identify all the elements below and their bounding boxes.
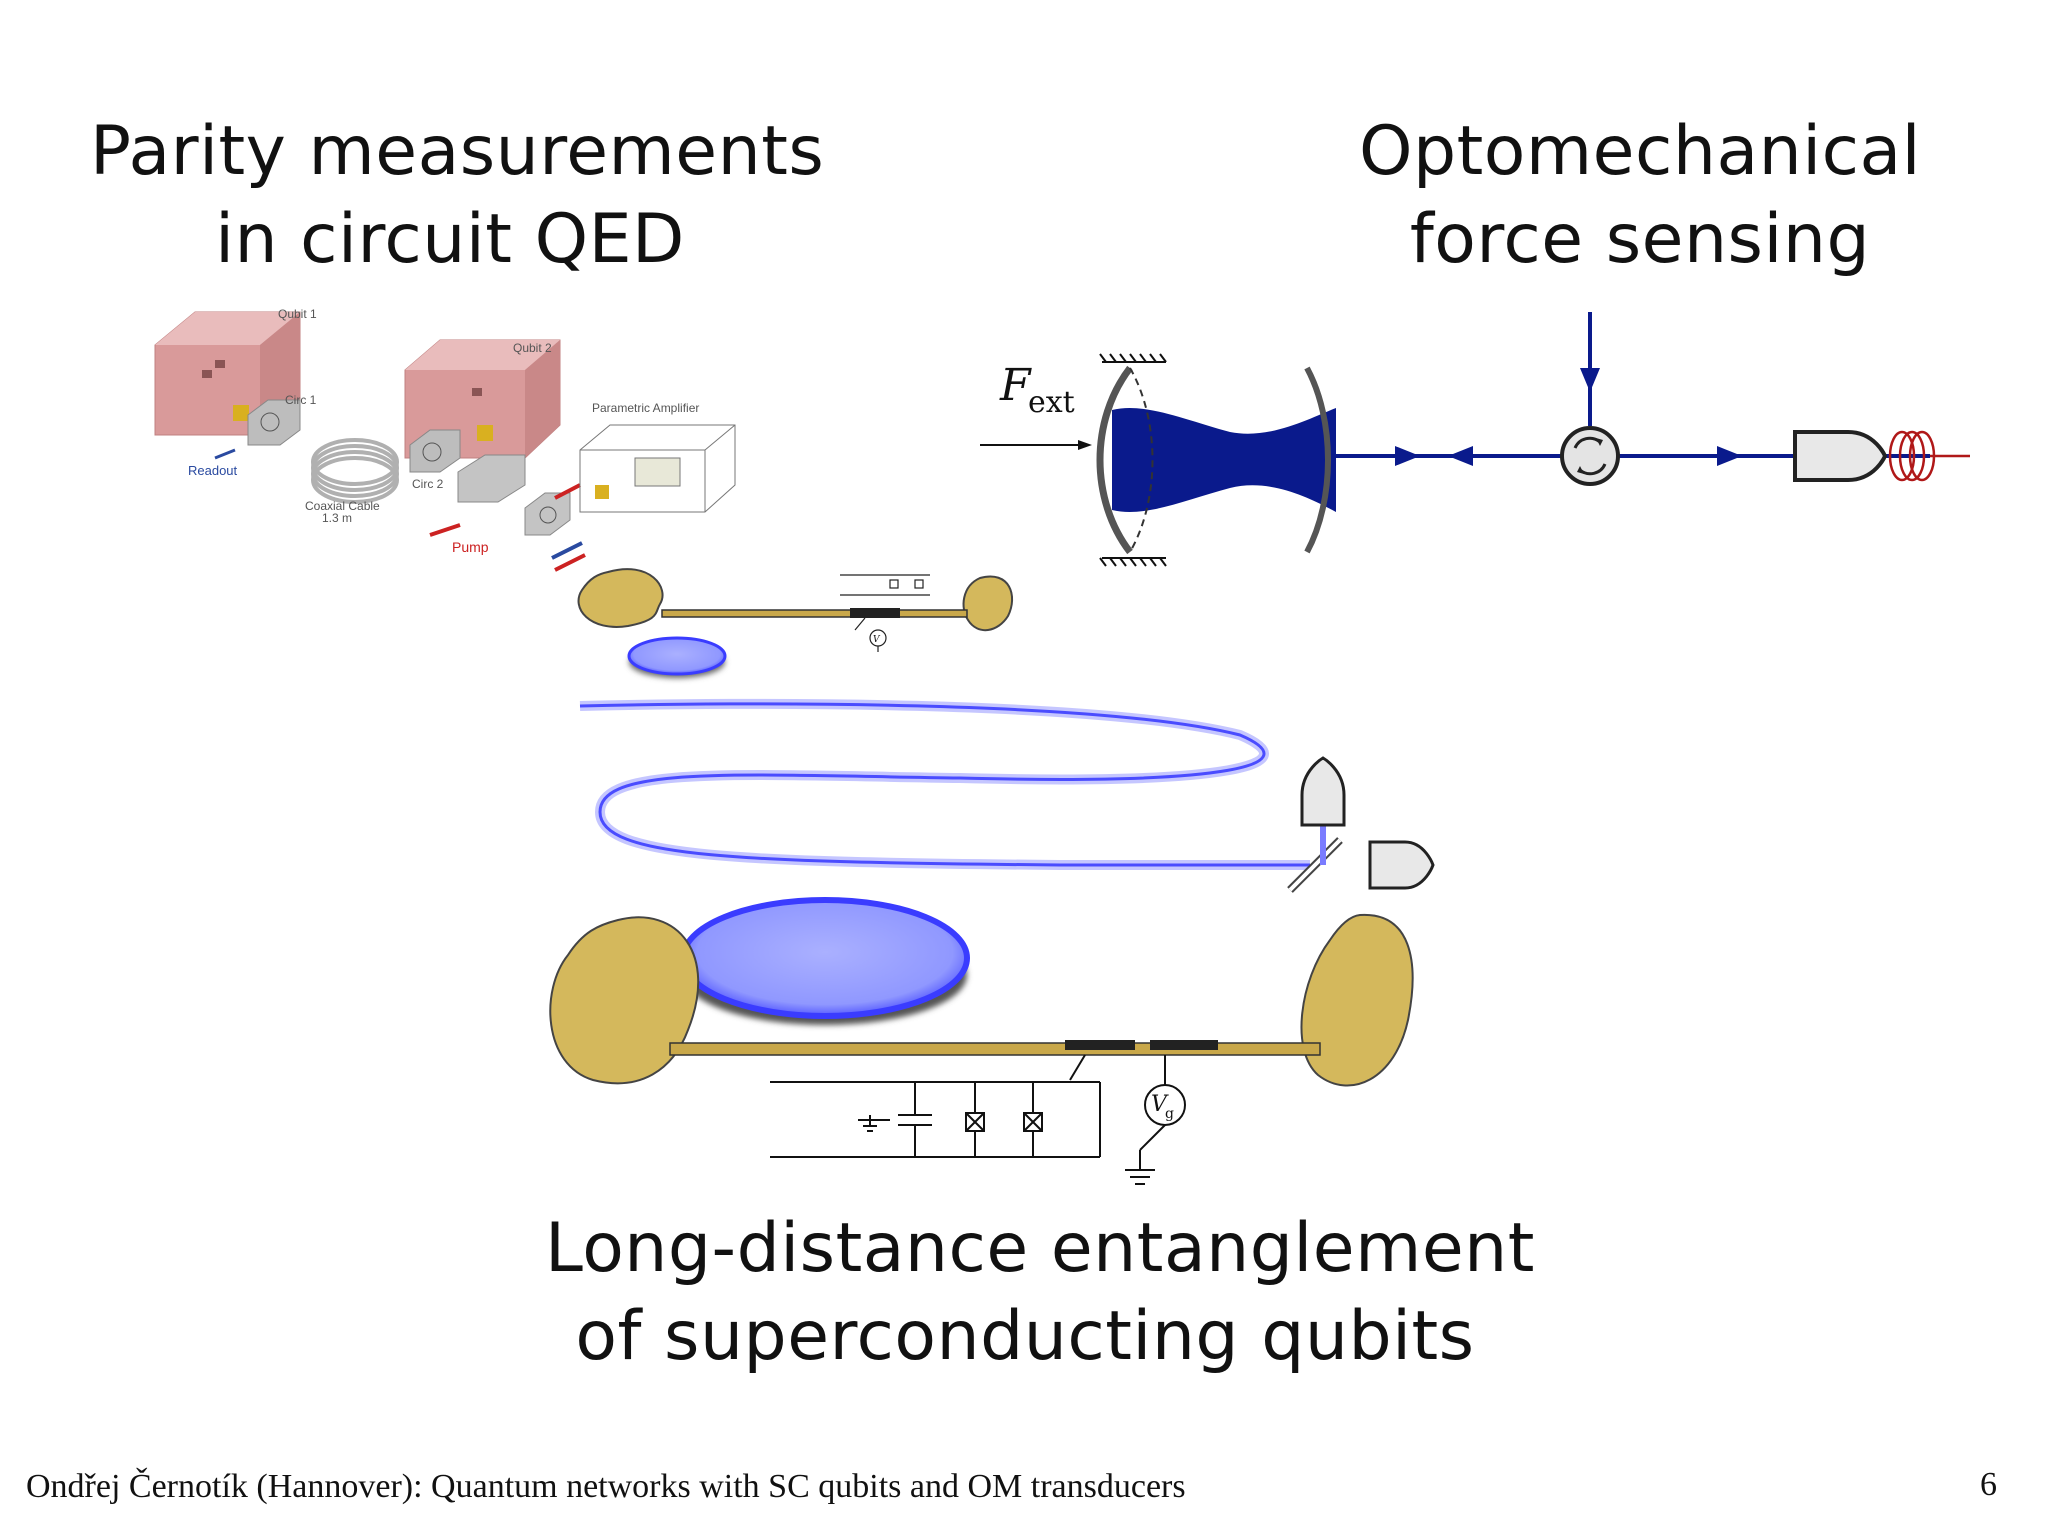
arrow-right-2 — [1717, 446, 1742, 466]
optomechanical-force-sensing-figure: F ext — [980, 312, 1970, 567]
photodetector-icon — [1793, 430, 1888, 482]
small-junction — [850, 608, 900, 618]
cavity-mode — [1112, 408, 1336, 512]
qubit-2-connector — [477, 425, 493, 441]
mirror-mount-bottom — [1099, 557, 1167, 567]
small-gate-voltage-symbol: V — [873, 635, 881, 645]
circulator-1-label: Circ 1 — [285, 393, 317, 407]
pump-arrow-1 — [429, 523, 461, 537]
external-force-symbol: F — [999, 360, 1032, 411]
large-right-pad — [1300, 913, 1414, 1087]
gate-voltage-subscript: g — [1165, 1106, 1174, 1122]
pump-circulator — [524, 492, 571, 536]
large-transmission-line — [669, 1042, 1321, 1056]
mirror-mount-top — [1099, 353, 1167, 363]
arrow-left — [1448, 446, 1473, 466]
small-membrane — [627, 636, 727, 676]
title-parity-line1: Parity measurements — [90, 112, 825, 191]
title-long-distance-entanglement: Long-distance entanglement of supercondu… — [545, 1205, 1535, 1381]
large-qubit-circuit — [770, 1054, 1186, 1185]
pump-circulator-icon — [539, 506, 557, 524]
movable-mirror — [1096, 365, 1133, 555]
qubit-2-label: Qubit 2 — [513, 341, 552, 355]
small-circuit — [840, 574, 930, 652]
readout-arrow — [214, 448, 236, 460]
title-optomechanical-force-sensing: Optomechanical force sensing — [1350, 108, 1930, 284]
circulator-1 — [247, 399, 301, 446]
coax-cable-label-line1: Coaxial Cable — [305, 499, 380, 513]
pump-arrow-2 — [554, 553, 586, 572]
title-parity-measurements: Parity measurements in circuit QED — [90, 108, 825, 284]
detector-top-icon — [1300, 756, 1346, 827]
title-long-line1: Long-distance entanglement — [545, 1209, 1535, 1288]
small-transmission-line — [661, 609, 968, 618]
gate-voltage-symbol: V — [1151, 1092, 1169, 1117]
amplifier-label: Parametric Amplifier — [592, 401, 699, 415]
long-distance-entanglement-figure: V — [549, 568, 1435, 1185]
small-transmon-device: V — [577, 568, 1013, 678]
external-force-subscript: ext — [1028, 385, 1075, 420]
small-right-pad — [962, 575, 1013, 631]
fiber-coil-icon — [1888, 430, 1970, 482]
circulator-2 — [409, 429, 461, 473]
external-force-arrowhead — [1078, 440, 1092, 450]
title-long-line2: of superconducting qubits — [575, 1297, 1475, 1376]
optical-fiber — [579, 702, 1310, 867]
pump-label: Pump — [452, 539, 489, 555]
readout-label: Readout — [188, 463, 238, 478]
qubit-1-connector — [233, 405, 249, 421]
amplifier-arrow — [554, 483, 581, 500]
fixed-mirror — [1304, 366, 1331, 554]
footer-text: Ondřej Černotík (Hannover): Quantum netw… — [26, 1468, 1186, 1505]
coax-cable-label-line2: 1.3 m — [322, 511, 352, 525]
large-left-pad — [549, 916, 700, 1085]
circulator-2-label: Circ 2 — [412, 477, 444, 491]
detector-right-icon — [1368, 840, 1435, 890]
circulator-icon — [1560, 426, 1620, 486]
large-membrane — [680, 897, 970, 1019]
small-left-pad — [577, 568, 664, 628]
parametric-amplifier-box — [579, 424, 736, 513]
title-opto-line1: Optomechanical — [1358, 112, 1922, 191]
large-junction-left — [1065, 1040, 1135, 1050]
large-junction-right — [1150, 1040, 1218, 1050]
qubit-2-box — [404, 339, 561, 459]
qubit-1-label: Qubit 1 — [278, 307, 317, 321]
coaxial-cable-coil — [311, 438, 399, 504]
title-opto-line2: force sensing — [1409, 200, 1871, 279]
arrow-down — [1580, 368, 1600, 392]
page-number: 6 — [1980, 1466, 1997, 1503]
circuit-qed-setup-figure: Qubit 1 Qubit 2 Circ 1 Coaxial Cable 1.3… — [154, 307, 736, 572]
arrow-right-1 — [1395, 446, 1420, 466]
signal-arrow — [551, 541, 583, 560]
amplifier-connector — [595, 485, 609, 499]
mirror-displacement-dashed — [1129, 367, 1154, 553]
title-parity-line2: in circuit QED — [215, 200, 685, 279]
isolator-block — [457, 454, 526, 503]
